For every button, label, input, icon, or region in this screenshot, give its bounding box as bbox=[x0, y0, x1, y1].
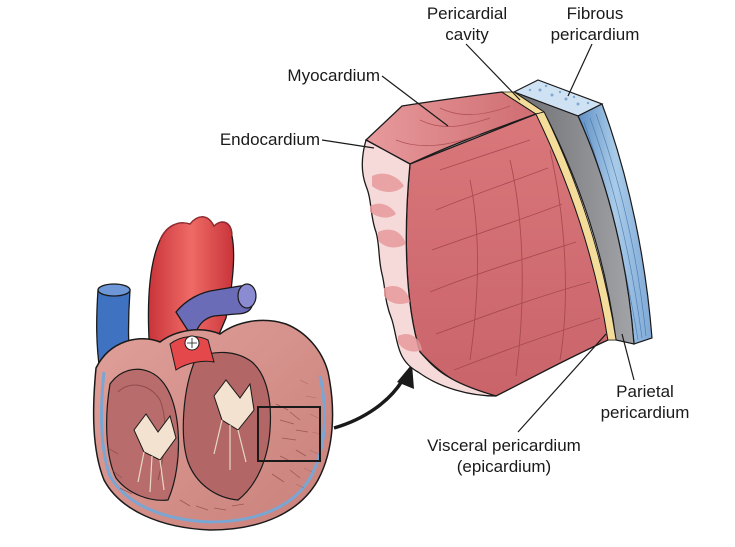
leader-pericardial-cavity bbox=[466, 44, 520, 100]
label-endocardium: Endocardium bbox=[180, 129, 320, 150]
leader-fibrous-pericardium bbox=[568, 44, 592, 96]
label-pericardial-cavity: Pericardial cavity bbox=[402, 3, 532, 45]
label-visceral-pericardium-line2: (epicardium) bbox=[404, 456, 604, 477]
heart-illustration bbox=[94, 217, 333, 530]
label-visceral-pericardium-line1: Visceral pericardium bbox=[404, 435, 604, 456]
label-parietal-pericardium-line2: pericardium bbox=[590, 402, 700, 423]
label-fibrous-pericardium-line1: Fibrous bbox=[540, 3, 650, 24]
zoom-arrow bbox=[334, 364, 414, 428]
label-parietal-pericardium: Parietal pericardium bbox=[590, 381, 700, 423]
label-fibrous-pericardium-line2: pericardium bbox=[540, 24, 650, 45]
label-myocardium: Myocardium bbox=[250, 65, 380, 86]
label-fibrous-pericardium: Fibrous pericardium bbox=[540, 3, 650, 45]
label-parietal-pericardium-line1: Parietal bbox=[590, 381, 700, 402]
label-pericardial-cavity-line2: cavity bbox=[402, 24, 532, 45]
label-visceral-pericardium: Visceral pericardium (epicardium) bbox=[404, 435, 604, 477]
heart-wall-block bbox=[362, 80, 652, 396]
label-pericardial-cavity-line1: Pericardial bbox=[402, 3, 532, 24]
